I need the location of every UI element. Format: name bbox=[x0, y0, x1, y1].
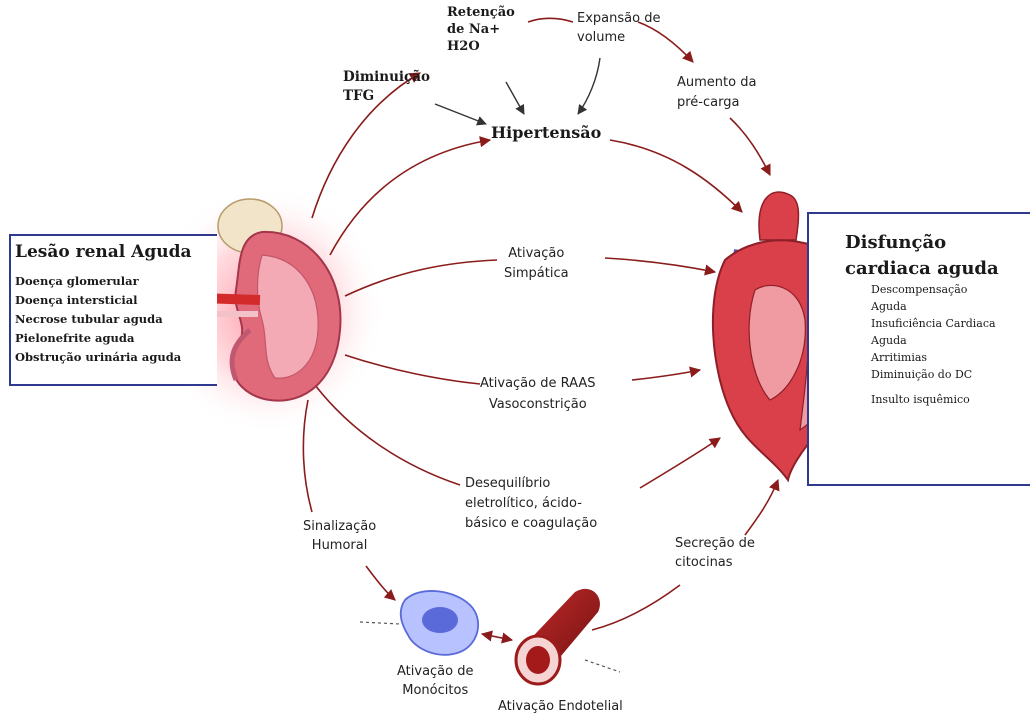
monocyte-illustration bbox=[360, 591, 478, 655]
label-line: Secreção de bbox=[675, 534, 755, 553]
arrow-monocito-vessel bbox=[482, 634, 512, 640]
label-ativacao-raas: Ativação de RAAS Vasoconstrição bbox=[480, 373, 596, 415]
heart-condition-list: Descompensação Aguda Insuficiência Cardi… bbox=[871, 281, 996, 408]
vessel-illustration bbox=[516, 589, 620, 684]
label-line: eletrolítico, ácido- bbox=[465, 494, 597, 514]
list-item: Arritimias bbox=[871, 349, 996, 366]
label-line: H2O bbox=[447, 38, 515, 55]
label-line: Sinalização bbox=[303, 517, 376, 536]
monocyte-tail bbox=[360, 622, 400, 624]
vessel-tail bbox=[585, 660, 620, 672]
label-line: Ativação bbox=[504, 244, 569, 264]
label-line: básico e coagulação bbox=[465, 514, 597, 534]
label-line: Retenção bbox=[447, 4, 515, 21]
label-line: Ativação de RAAS bbox=[480, 373, 596, 394]
label-line: Simpática bbox=[504, 264, 569, 284]
black-arrows bbox=[435, 58, 600, 124]
list-item: Descompensação bbox=[871, 281, 996, 298]
list-item: Doença glomerular bbox=[15, 272, 181, 291]
arrow-vessel-citocinas bbox=[592, 585, 680, 630]
label-ativacao-simpatica: Ativação Simpática bbox=[504, 244, 569, 284]
label-ativacao-monocitos: Ativação de Monócitos bbox=[397, 662, 473, 700]
label-line: Vasoconstrição bbox=[480, 394, 596, 415]
arrow-hipertensao-heart bbox=[610, 140, 742, 212]
label-desequilibrio: Desequilíbrio eletrolítico, ácido- básic… bbox=[465, 474, 597, 534]
list-item: Pielonefrite aguda bbox=[15, 329, 181, 348]
heart-panel-title: Disfunção cardiaca aguda bbox=[845, 230, 999, 282]
label-line: citocinas bbox=[675, 553, 755, 572]
list-item: Insuficiência Cardiaca bbox=[871, 315, 996, 332]
list-item: Doença intersticial bbox=[15, 291, 181, 310]
arrow-expansao-hipertensao bbox=[578, 58, 600, 114]
label-line: Ativação de bbox=[397, 662, 473, 681]
label-line: volume bbox=[577, 28, 660, 47]
kidney-panel-title: Lesão renal Aguda bbox=[15, 242, 191, 262]
arrow-desequilibrio-heart bbox=[640, 438, 720, 488]
arrow-citocinas-heart bbox=[745, 480, 778, 535]
label-line: Expansão de bbox=[577, 9, 660, 28]
list-item: Obstrução urinária aguda bbox=[15, 348, 181, 367]
list-item: Aguda bbox=[871, 298, 996, 315]
kidney-panel: Lesão renal Aguda Doença glomerular Doen… bbox=[9, 234, 217, 386]
arrow-retencao-hipertensao bbox=[506, 82, 524, 114]
label-line: TFG bbox=[343, 87, 430, 106]
label-expansao: Expansão de volume bbox=[577, 9, 660, 47]
heart-panel: Disfunção cardiaca aguda Descompensação … bbox=[807, 212, 1030, 486]
monocyte-nucleus bbox=[422, 607, 458, 633]
arrow-simpatica-heart bbox=[605, 258, 715, 272]
label-line: Aumento da bbox=[677, 73, 756, 93]
list-item: Necrose tubular aguda bbox=[15, 310, 181, 329]
label-line: pré-carga bbox=[677, 93, 756, 113]
list-item: Insulto isquêmico bbox=[871, 391, 996, 408]
label-diminuicao-tfg: Diminuição TFG bbox=[343, 68, 430, 106]
list-item: Aguda bbox=[871, 332, 996, 349]
label-sinalizacao: Sinalização Humoral bbox=[303, 517, 376, 555]
vessel-lumen bbox=[526, 646, 550, 674]
kidney-cause-list: Doença glomerular Doença intersticial Ne… bbox=[15, 272, 181, 367]
arrow-raas-heart bbox=[632, 370, 700, 380]
list-item: Diminuição do DC bbox=[871, 366, 996, 383]
label-aumento-precarga: Aumento da pré-carga bbox=[677, 73, 756, 113]
heart-panel-title-line1: Disfunção bbox=[845, 230, 999, 256]
label-line: Monócitos bbox=[397, 681, 473, 700]
arrow-retencao-expansao bbox=[528, 18, 573, 22]
label-hipertensao: Hipertensão bbox=[491, 123, 601, 143]
arrow-precarga-heart bbox=[730, 118, 770, 175]
label-secrecao: Secreção de citocinas bbox=[675, 534, 755, 572]
arrow-tfg-hipertensao bbox=[435, 104, 486, 124]
label-line: de Na+ bbox=[447, 21, 515, 38]
label-retencao: Retenção de Na+ H2O bbox=[447, 4, 515, 55]
label-line: Humoral bbox=[303, 536, 376, 555]
arrow-sinalizacao-monocito bbox=[366, 566, 395, 600]
label-ativacao-endotelial: Ativação Endotelial bbox=[498, 698, 623, 716]
label-line: Desequilíbrio bbox=[465, 474, 597, 494]
label-line: Diminuição bbox=[343, 68, 430, 87]
heart-panel-title-line2: cardiaca aguda bbox=[845, 256, 999, 282]
heart-aorta bbox=[759, 192, 798, 240]
